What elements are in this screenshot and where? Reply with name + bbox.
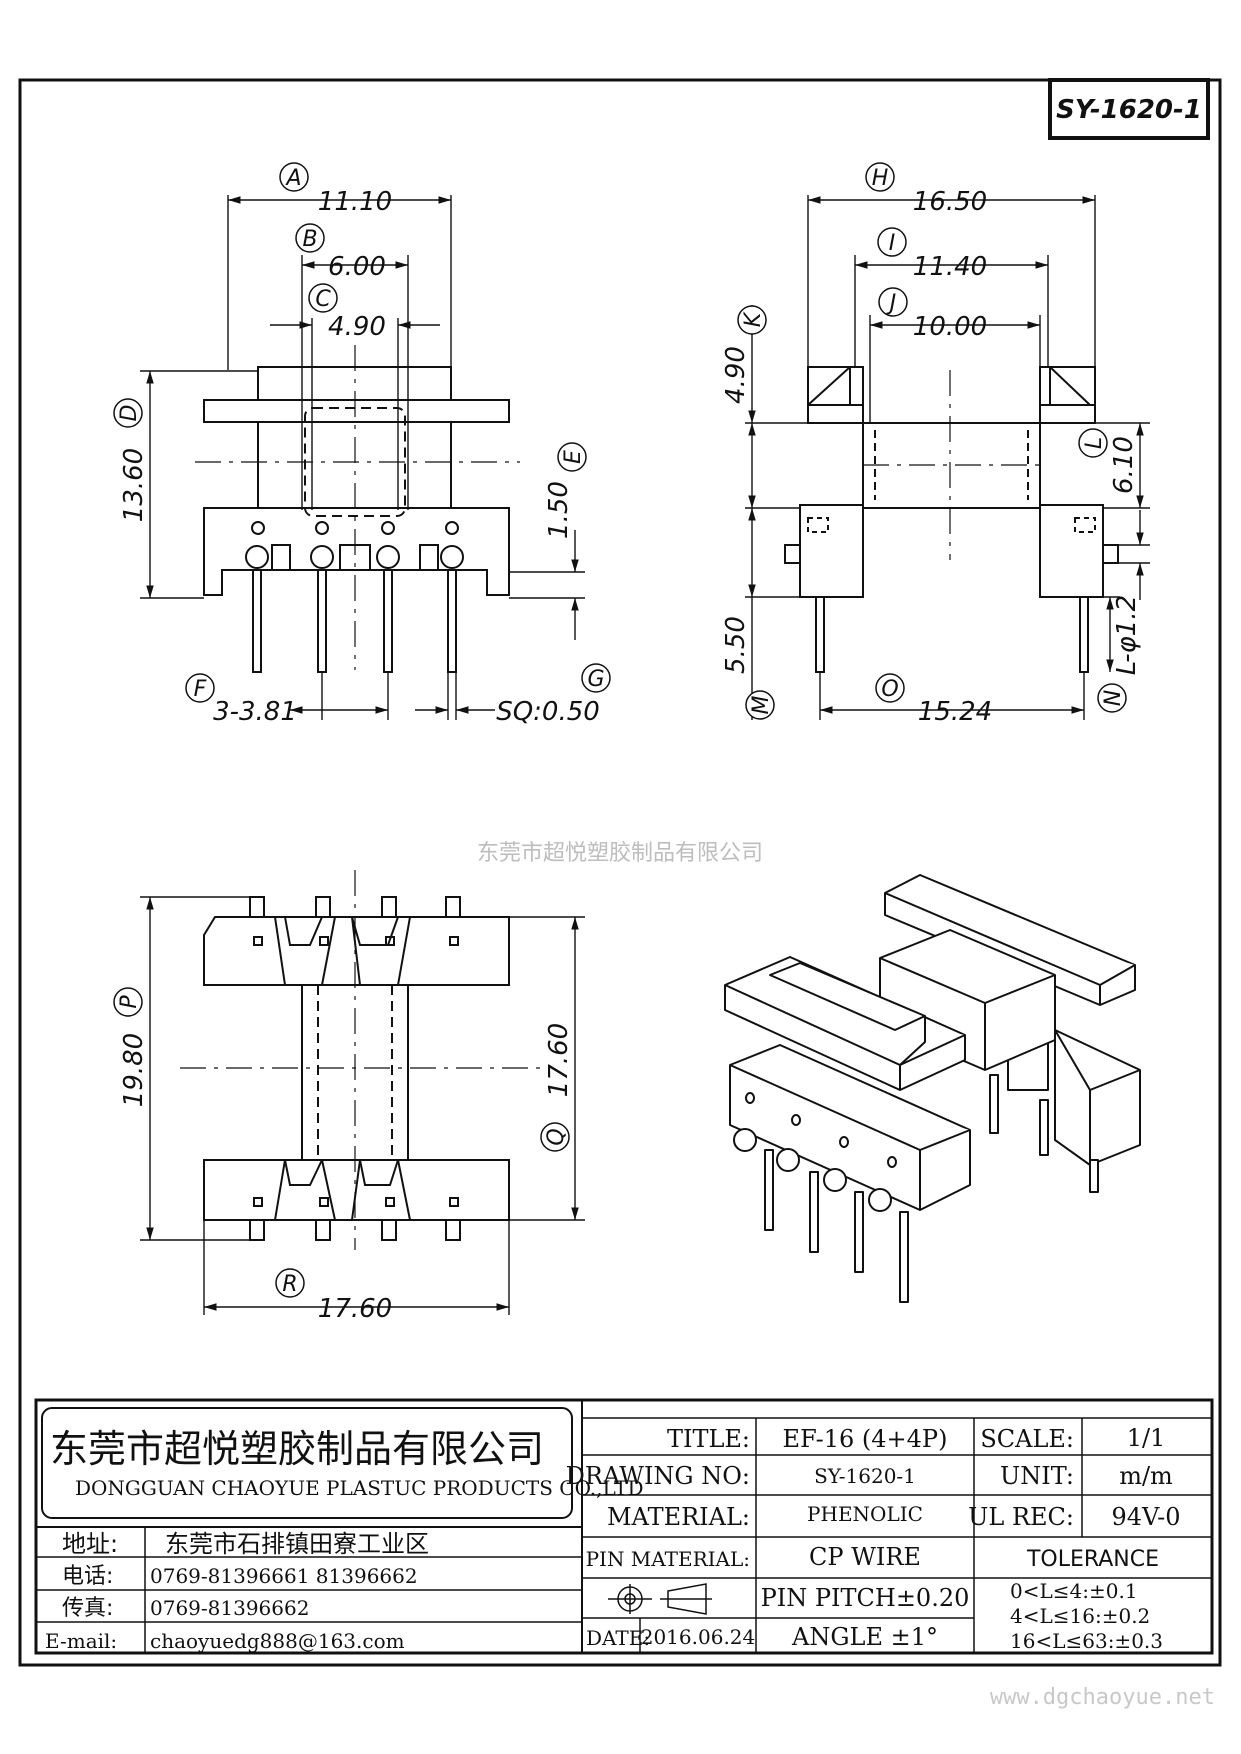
dim-i-value: 11.40 — [913, 252, 987, 282]
pin-material-label: PIN MATERIAL: — [586, 1547, 750, 1571]
front-view-dimensions — [140, 195, 585, 720]
dim-o-tag: O — [881, 677, 898, 702]
bottom-view-dimensions — [140, 896, 585, 1315]
dim-p-tag: P — [117, 995, 142, 1009]
isometric-view — [724, 874, 1141, 1303]
dim-b-value: 6.00 — [328, 252, 386, 282]
email-value: chaoyuedg888@163.com — [150, 1629, 405, 1653]
dim-g-tag: G — [587, 667, 604, 692]
dim-e-tag: E — [561, 450, 586, 464]
dim-l-value: 6.10 — [1109, 436, 1139, 494]
tolerance-row-1: 0<L≤4:±0.1 — [1010, 1579, 1138, 1603]
ul-rec-value: 94V-0 — [1111, 1503, 1180, 1531]
dim-f-value: 3-3.81 — [213, 697, 297, 727]
dim-i-tag: I — [889, 231, 896, 256]
bottom-view — [180, 870, 540, 1250]
fax-value: 0769-81396662 — [150, 1596, 309, 1620]
dim-d-tag: D — [117, 405, 142, 422]
drawing-no-value: SY-1620-1 — [814, 1464, 916, 1488]
projection-symbol-icon — [608, 1583, 712, 1615]
dim-k-value: 4.90 — [721, 346, 751, 404]
dim-k-tag: K — [741, 311, 766, 327]
front-view — [195, 345, 520, 673]
unit-label: UNIT: — [1000, 1462, 1074, 1490]
unit-value: m/m — [1119, 1462, 1173, 1490]
pin-pitch: PIN PITCH±0.20 — [761, 1584, 970, 1612]
company-name-cn: 东莞市超悦塑胶制品有限公司 — [50, 1427, 544, 1471]
side-view-balloons — [737, 162, 1127, 720]
title-label: TITLE: — [667, 1425, 750, 1453]
dim-m-tag: M — [749, 695, 774, 714]
date-label: DATE: — [586, 1626, 650, 1650]
title-block-grid — [34, 1398, 1214, 1655]
footer-url: www.dgchaoyue.net — [990, 1685, 1215, 1710]
drawing-number-box — [1048, 78, 1210, 140]
dim-n-tag: N — [1101, 690, 1126, 706]
dim-c-value: 4.90 — [328, 312, 386, 342]
phone-label: 电话: — [62, 1564, 113, 1589]
drawing-number-text: SY-1620-1 — [1056, 95, 1202, 125]
sheet-border — [18, 78, 1222, 1667]
dim-h-tag: H — [872, 166, 889, 191]
dim-d-value: 13.60 — [119, 448, 149, 522]
dim-h-value: 16.50 — [913, 187, 987, 217]
tolerance-row-3: 16<L≤63:±0.3 — [1010, 1629, 1163, 1653]
dim-o-value: 15.24 — [918, 697, 992, 727]
scale-value: 1/1 — [1127, 1424, 1166, 1452]
dim-c-tag: C — [315, 287, 331, 312]
dim-q-tag: Q — [544, 1128, 569, 1145]
dim-r-value: 17.60 — [318, 1294, 392, 1324]
date-value: 2016.06.24 — [641, 1625, 756, 1649]
tolerance-row-2: 4<L≤16:±0.2 — [1010, 1604, 1150, 1628]
watermark: 东莞市超悦塑胶制品有限公司 — [477, 841, 763, 866]
scale-label: SCALE: — [980, 1425, 1074, 1453]
dim-e-value: 1.50 — [544, 481, 574, 539]
dim-a-tag: A — [284, 166, 301, 191]
dim-j-value: 10.00 — [913, 312, 987, 342]
bottom-view-balloons — [113, 987, 570, 1298]
tolerance-label: TOLERANCE — [1026, 1547, 1159, 1572]
ul-rec-label: UL REC: — [968, 1503, 1074, 1531]
front-view-balloons — [113, 162, 611, 703]
phone-value: 0769-81396661 81396662 — [150, 1564, 418, 1588]
side-view-dimensions — [745, 195, 1150, 720]
material-label: MATERIAL: — [607, 1503, 750, 1531]
address-label: 地址: — [62, 1530, 118, 1558]
material-value: PHENOLIC — [807, 1502, 923, 1526]
title-value: EF-16 (4+4P) — [783, 1425, 948, 1453]
address-value: 东莞市石排镇田寮工业区 — [165, 1530, 429, 1558]
company-name-en: DONGGUAN CHAOYUE PLASTUC PRODUCTS CO.,LT… — [75, 1476, 644, 1500]
dim-q-value: 17.60 — [544, 1023, 574, 1097]
dim-l-tag: L — [1082, 437, 1107, 449]
angle: ANGLE ±1° — [791, 1623, 938, 1651]
dim-g-value: SQ:0.50 — [496, 697, 600, 727]
dim-a-value: 11.10 — [318, 187, 392, 217]
side-view — [784, 366, 1119, 673]
dim-m-value: 5.50 — [721, 616, 751, 674]
drawing-no-label: DRAWING NO: — [566, 1462, 750, 1490]
dim-n-value: L-φ1.2 — [1112, 595, 1142, 675]
dim-j-tag: J — [886, 291, 897, 316]
email-label: E-mail: — [45, 1629, 117, 1653]
dim-r-tag: R — [282, 1272, 297, 1297]
dim-p-value: 19.80 — [119, 1033, 149, 1107]
pin-material-value: CP WIRE — [809, 1543, 921, 1571]
fax-label: 传真: — [62, 1596, 113, 1621]
dim-b-tag: B — [302, 227, 317, 252]
dim-f-tag: F — [194, 677, 207, 702]
